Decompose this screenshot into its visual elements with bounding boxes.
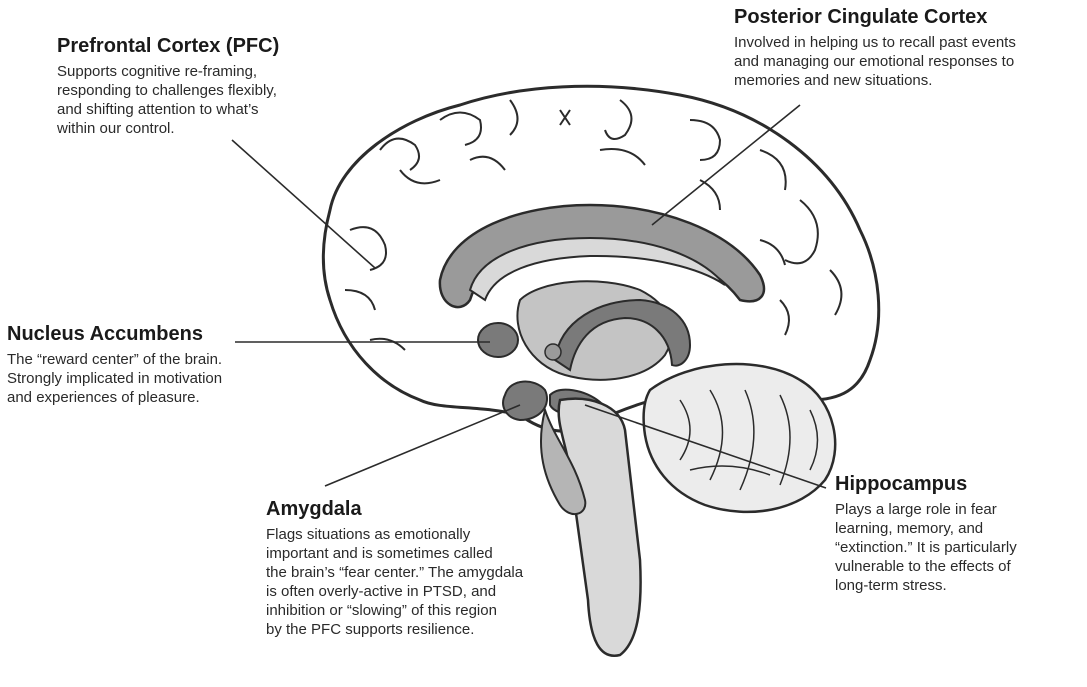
desc-line: “extinction.” It is particularly — [835, 539, 1017, 556]
desc-prefrontal-cortex: Supports cognitive re-framing, respondin… — [57, 62, 357, 138]
desc-posterior-cingulate-cortex: Involved in helping us to recall past ev… — [734, 33, 1084, 90]
label-hippocampus: Hippocampus Plays a large role in fear l… — [835, 473, 1075, 595]
amygdala-region — [503, 382, 547, 420]
brainstem — [559, 399, 641, 656]
desc-line: long-term stress. — [835, 577, 947, 594]
label-nucleus-accumbens: Nucleus Accumbens The “reward center” of… — [7, 323, 307, 407]
amygdala-leader-line — [325, 405, 520, 486]
desc-line: Flags situations as emotionally — [266, 526, 470, 543]
small-nucleus — [545, 344, 561, 360]
desc-hippocampus: Plays a large role in fear learning, mem… — [835, 500, 1075, 595]
label-amygdala: Amygdala Flags situations as emotionally… — [266, 498, 566, 639]
desc-line: and experiences of pleasure. — [7, 389, 200, 406]
desc-line: is often overly-active in PTSD, and — [266, 583, 496, 600]
nucleus-accumbens-region — [478, 323, 518, 357]
label-prefrontal-cortex: Prefrontal Cortex (PFC) Supports cogniti… — [57, 35, 357, 138]
desc-line: Plays a large role in fear — [835, 501, 997, 518]
desc-line: The “reward center” of the brain. — [7, 351, 222, 368]
desc-amygdala: Flags situations as emotionally importan… — [266, 525, 566, 639]
desc-line: Supports cognitive re-framing, — [57, 63, 257, 80]
desc-line: memories and new situations. — [734, 72, 932, 89]
desc-line: the brain’s “fear center.” The amygdala — [266, 564, 523, 581]
desc-line: within our control. — [57, 120, 175, 137]
desc-nucleus-accumbens: The “reward center” of the brain. Strong… — [7, 350, 307, 407]
title-prefrontal-cortex: Prefrontal Cortex (PFC) — [57, 35, 357, 58]
title-posterior-cingulate-cortex: Posterior Cingulate Cortex — [734, 6, 1084, 29]
desc-line: by the PFC supports resilience. — [266, 621, 474, 638]
title-amygdala: Amygdala — [266, 498, 566, 521]
desc-line: inhibition or “slowing” of this region — [266, 602, 497, 619]
desc-line: and shifting attention to what’s — [57, 101, 259, 118]
desc-line: Involved in helping us to recall past ev… — [734, 34, 1016, 51]
title-nucleus-accumbens: Nucleus Accumbens — [7, 323, 307, 346]
desc-line: learning, memory, and — [835, 520, 983, 537]
desc-line: and managing our emotional responses to — [734, 53, 1014, 70]
desc-line: Strongly implicated in motivation — [7, 370, 222, 387]
title-hippocampus: Hippocampus — [835, 473, 1075, 496]
desc-line: vulnerable to the effects of — [835, 558, 1011, 575]
desc-line: important and is sometimes called — [266, 545, 493, 562]
desc-line: responding to challenges flexibly, — [57, 82, 277, 99]
label-posterior-cingulate-cortex: Posterior Cingulate Cortex Involved in h… — [734, 6, 1084, 90]
